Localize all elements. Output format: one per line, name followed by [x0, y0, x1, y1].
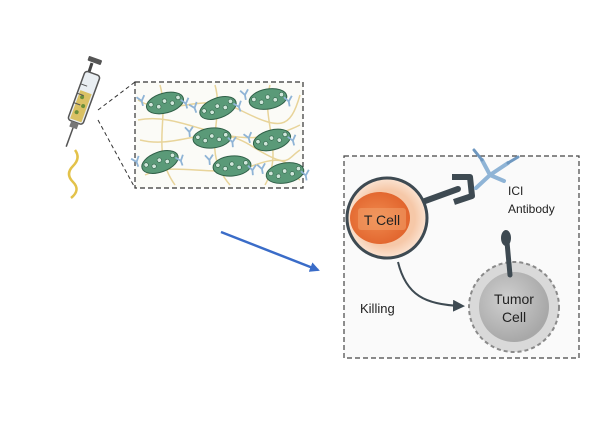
hydrogel-particle [188, 96, 242, 120]
tumor-ligand [504, 239, 513, 278]
zoom-line-bottom [97, 119, 136, 189]
killing-arrow [397, 261, 465, 312]
antibody-icon [472, 148, 520, 190]
zoom-line-top [97, 81, 136, 111]
hydrogel-particle [204, 154, 257, 177]
hydrogel-particle [256, 162, 310, 184]
hydrogel-particle [130, 150, 184, 174]
tumor-label-line2: Cell [502, 309, 526, 325]
hydrogel-zoom-panel [130, 81, 310, 189]
receptor-icon [422, 174, 475, 205]
ici-label-line1: ICI [508, 184, 523, 198]
syringe-icon [65, 56, 102, 199]
ici-label-line2: Antibody [508, 202, 555, 216]
tumor-cell [468, 230, 560, 353]
hydrogel-particle [242, 128, 297, 152]
hydrogel-particle [184, 126, 237, 149]
hydrogel-particle-icon [130, 88, 310, 184]
t-cell-label: T Cell [364, 212, 400, 228]
tumor-label-line1: Tumor [494, 291, 534, 307]
process-arrow [220, 230, 320, 272]
killing-label: Killing [360, 301, 395, 316]
hydrogel-particle [239, 88, 293, 110]
t-cell [345, 176, 429, 260]
hydrogel-particle [135, 91, 190, 115]
